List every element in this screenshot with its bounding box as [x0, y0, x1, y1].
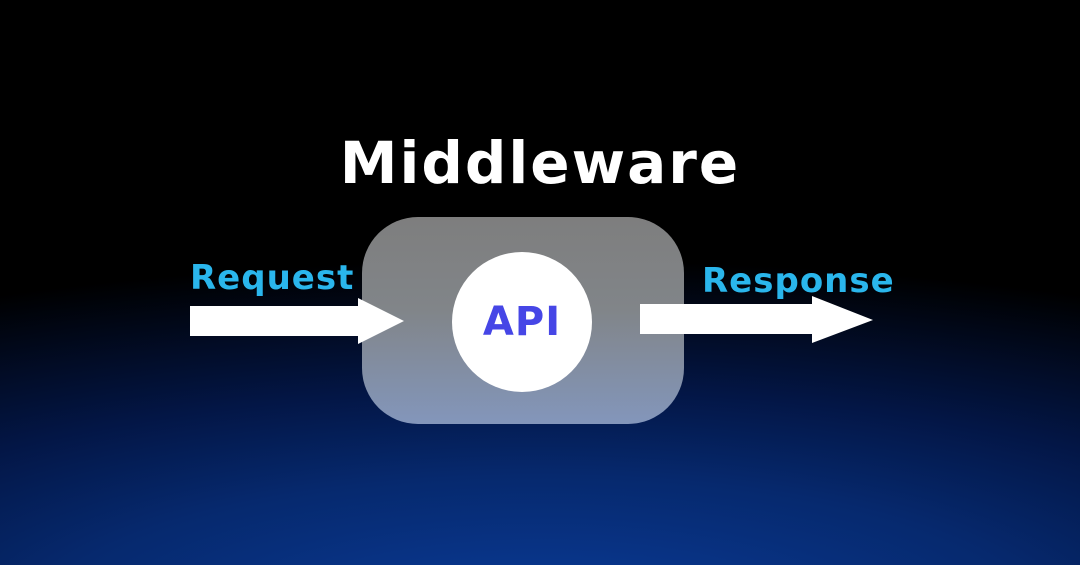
- request-arrow: [190, 298, 404, 344]
- api-label: API: [482, 299, 562, 345]
- diagram-title: Middleware: [339, 129, 741, 197]
- api-node: API: [452, 252, 592, 392]
- request-label: Request: [190, 258, 355, 298]
- request-arrow-shape: [190, 298, 404, 344]
- response-arrow-shape: [640, 296, 873, 343]
- response-label: Response: [702, 261, 895, 301]
- response-arrow: [640, 296, 873, 343]
